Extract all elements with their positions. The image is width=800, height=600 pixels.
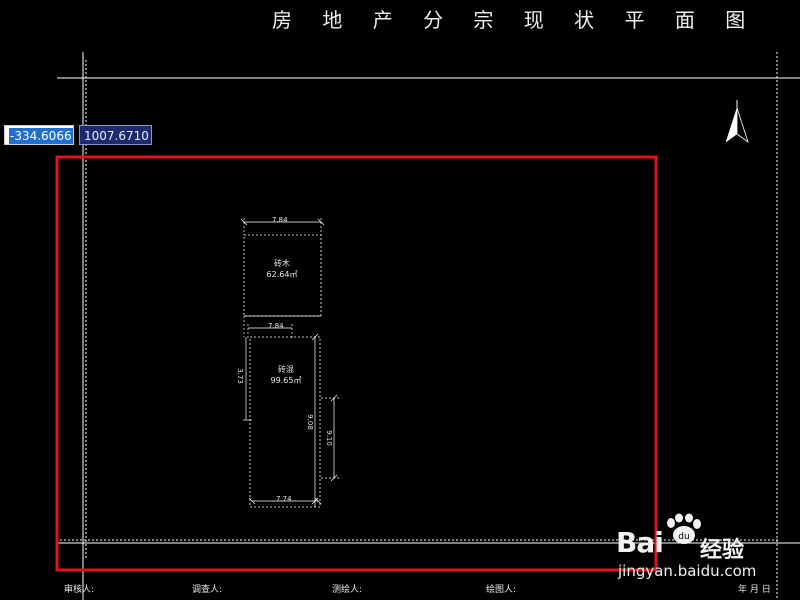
room-lower-material: 砖混 xyxy=(278,365,294,374)
x-coordinate-input[interactable]: -334.6066 xyxy=(4,125,74,145)
baidu-watermark: Bai 经验 jingyan.baidu.com xyxy=(612,512,800,600)
room-lower-area: 99.65㎡ xyxy=(270,376,302,385)
watermark-url: jingyan.baidu.com xyxy=(618,562,757,580)
dim-left-height: 3.73 xyxy=(235,368,244,384)
room-upper-area: 62.64㎡ xyxy=(266,270,298,279)
drawing-title: 房 地 产 分 宗 现 状 平 面 图 xyxy=(272,8,758,32)
building-lower xyxy=(243,315,340,508)
footer-drafter: 绘图人: xyxy=(486,585,517,595)
footer-reviewer: 审核人: xyxy=(64,585,95,595)
svg-text:du: du xyxy=(678,532,689,542)
footer-surveyor: 测绘人: xyxy=(332,585,363,595)
dim-bottom-width: 7.74 xyxy=(276,495,292,503)
highlight-box xyxy=(55,155,658,572)
room-upper-material: 砖木 xyxy=(274,259,290,268)
dim-right-height: 9.08 xyxy=(305,414,314,430)
dim-mid-width: 7.84 xyxy=(268,322,284,330)
watermark-brand-suffix: 经验 xyxy=(700,538,745,563)
watermark-brand: Bai xyxy=(616,526,664,559)
footer-investigator: 调查人: xyxy=(192,585,223,595)
x-coordinate-value: -334.6066 xyxy=(9,128,73,144)
footer-date: 年 月 日 xyxy=(738,585,771,595)
baidu-paw-icon: du xyxy=(667,513,701,544)
north-arrow-icon xyxy=(725,100,749,144)
dim-top-width: 7.84 xyxy=(272,216,288,224)
dim-ext-height: 9.10 xyxy=(324,430,333,446)
y-coordinate-input[interactable]: 1007.6710 xyxy=(79,125,152,145)
